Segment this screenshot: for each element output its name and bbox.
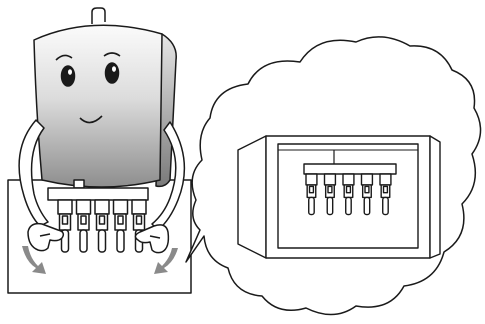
right-breaker-4 — [360, 173, 374, 216]
character-bus-bar — [47, 187, 149, 201]
right-hand-thumb — [149, 235, 161, 239]
left-breaker-3 — [94, 199, 110, 253]
right-breaker-1 — [305, 173, 318, 216]
character-neck — [73, 179, 85, 189]
left-eye-highlight — [68, 69, 72, 75]
left-breaker-lever-4 — [117, 215, 124, 225]
character-front — [33, 24, 163, 188]
left-breaker-lever-1 — [61, 215, 69, 225]
left-breaker-4 — [112, 199, 129, 253]
left-eye — [60, 65, 76, 87]
character-antenna — [91, 7, 106, 24]
left-eyebrow — [55, 54, 73, 61]
right-eye — [104, 62, 120, 84]
left-breaker-2 — [75, 199, 92, 253]
right-breaker-2 — [323, 173, 337, 216]
right-eyebrow — [103, 52, 121, 57]
right-breaker-row — [305, 173, 392, 216]
right-breaker-5 — [379, 173, 392, 216]
breaker-character — [18, 24, 186, 231]
box-side — [429, 135, 441, 259]
left-breaker-lever-5 — [135, 215, 143, 225]
breaker-box — [237, 135, 441, 259]
left-hand — [27, 222, 65, 252]
right-breaker-lever-1 — [308, 185, 315, 194]
right-arrow-icon — [154, 248, 178, 274]
right-hand — [134, 224, 170, 254]
right-breaker-lever-3 — [345, 185, 352, 194]
left-arrow-icon — [22, 246, 46, 274]
right-breaker-3 — [342, 173, 355, 216]
left-breaker-lever-3 — [98, 215, 106, 225]
character-smile — [79, 115, 103, 124]
right-eye-highlight — [112, 66, 116, 72]
left-hand-thumb — [39, 233, 51, 237]
left-breaker-lever-2 — [80, 215, 87, 225]
right-breaker-lever-5 — [382, 185, 389, 194]
box-bus-bar — [303, 163, 397, 175]
right-breaker-lever-2 — [327, 185, 333, 194]
box-door — [237, 135, 267, 259]
right-breaker-lever-4 — [364, 185, 370, 194]
left-panel-scene — [7, 7, 192, 294]
